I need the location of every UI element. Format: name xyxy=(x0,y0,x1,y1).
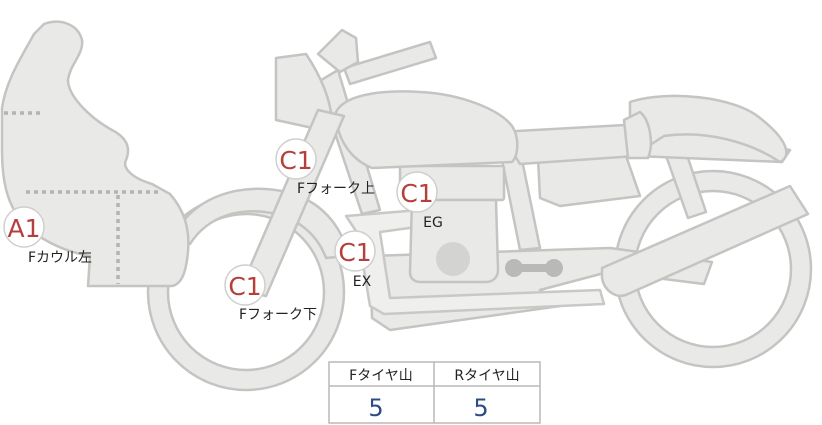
badge-label: Fフォーク下 xyxy=(239,307,317,323)
badge-label: Fフォーク上 xyxy=(297,181,375,197)
fuel-tank xyxy=(334,90,519,170)
seat-tail xyxy=(498,94,792,166)
badge-exhaust: C1 EX xyxy=(334,230,376,290)
badge-ffork-lower: C1 Fフォーク下 xyxy=(224,264,317,323)
mirror-stem xyxy=(316,28,360,74)
front-cowl xyxy=(0,20,190,288)
badge-code: C1 xyxy=(338,238,371,267)
table-value-rear: 5 xyxy=(473,394,488,422)
table-header-rear: Rタイヤ山 xyxy=(454,368,519,384)
badge-code: C1 xyxy=(279,146,312,175)
muffler xyxy=(600,184,810,297)
badge-label: EX xyxy=(353,274,372,290)
tire-tread-table: Fタイヤ山 Rタイヤ山 5 5 xyxy=(328,361,541,424)
front-fork xyxy=(238,108,346,298)
table-header-front: Fタイヤ山 xyxy=(349,368,413,384)
handlebar xyxy=(342,40,438,86)
badge-label: EG xyxy=(423,215,443,231)
badge-engine: C1 EG xyxy=(396,171,443,231)
badge-label: Fカウル左 xyxy=(28,250,92,266)
footpeg-rod xyxy=(505,259,563,277)
table-value-front: 5 xyxy=(368,394,383,422)
badge-fcowl-left: A1 Fカウル左 xyxy=(3,206,92,266)
badge-code: C1 xyxy=(228,272,261,301)
badge-code: A1 xyxy=(7,214,40,243)
badge-code: C1 xyxy=(400,179,433,208)
badge-ffork-upper: C1 Fフォーク上 xyxy=(275,138,375,197)
side-cover xyxy=(536,154,642,208)
